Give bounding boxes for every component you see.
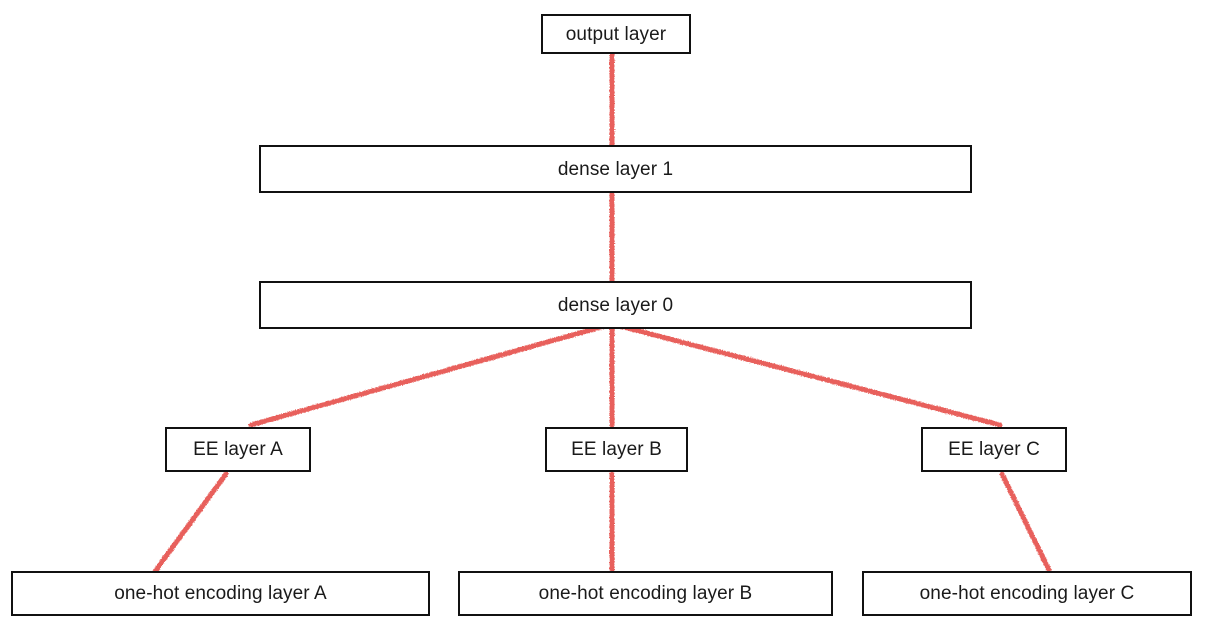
edge-ohA-eeA: [153, 471, 229, 573]
node-output-layer-label: output layer: [565, 23, 667, 45]
node-ee-layer-a-label: EE layer A: [193, 439, 283, 460]
node-one-hot-encoding-layer-b[interactable]: one-hot encoding layer B: [458, 571, 833, 616]
node-dense-layer-0[interactable]: dense layer 0: [259, 281, 972, 329]
node-ee-layer-b[interactable]: EE layer B: [545, 427, 688, 472]
node-ee-layer-c-label: EE layer C: [948, 439, 1040, 460]
edge-eeC-dense0: [609, 321, 1003, 428]
node-one-hot-encoding-layer-c[interactable]: one-hot encoding layer C: [862, 571, 1192, 616]
edge-eeA-dense0: [248, 321, 615, 428]
node-output-layer[interactable]: output layer: [541, 14, 691, 54]
node-one-hot-encoding-layer-b-label: one-hot encoding layer B: [538, 583, 753, 604]
node-one-hot-encoding-layer-a-label: one-hot encoding layer A: [114, 583, 327, 604]
node-one-hot-encoding-layer-c-label: one-hot encoding layer C: [919, 583, 1135, 604]
node-ee-layer-b-label: EE layer B: [571, 439, 662, 460]
node-dense-layer-0-label: dense layer 0: [557, 294, 674, 316]
node-ee-layer-c[interactable]: EE layer C: [921, 427, 1067, 472]
node-ee-layer-a[interactable]: EE layer A: [165, 427, 311, 472]
edge-ohC-eeC: [999, 471, 1052, 573]
node-one-hot-encoding-layer-a[interactable]: one-hot encoding layer A: [11, 571, 430, 616]
node-dense-layer-1-label: dense layer 1: [557, 158, 674, 180]
node-dense-layer-1[interactable]: dense layer 1: [259, 145, 972, 193]
